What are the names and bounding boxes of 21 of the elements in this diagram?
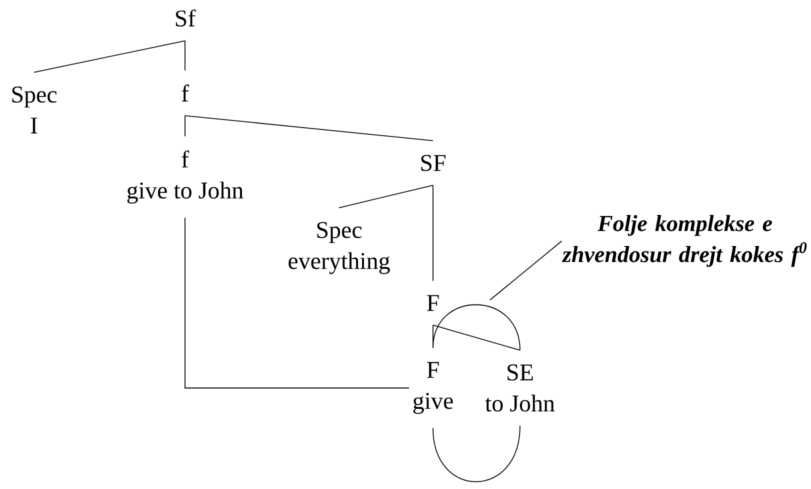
branch-line	[184, 40, 186, 71]
branch-line	[34, 40, 186, 73]
leader-line	[490, 240, 562, 300]
branch-line	[184, 115, 186, 137]
node-label: SF	[421, 154, 446, 172]
node-label: F give	[413, 362, 453, 414]
node-label: f give to John	[127, 150, 244, 204]
branch-line	[184, 115, 434, 142]
movement-line	[184, 217, 410, 388]
node-label: SE to John	[485, 364, 555, 412]
branch-line	[432, 184, 434, 282]
movement-arc	[432, 425, 520, 482]
branch-line	[432, 324, 520, 351]
node-label: Spec everything	[288, 222, 390, 274]
node-label: Spec I	[12, 86, 57, 134]
branch-line	[338, 184, 434, 208]
annotation-text: Folje komplekse e zhvendosur drejt kokes f$^{0}$	[562, 215, 807, 267]
node-label: F	[427, 295, 439, 311]
node-label: f	[182, 84, 189, 102]
node-label: Sf	[176, 9, 196, 27]
movement-arc	[432, 304, 520, 351]
